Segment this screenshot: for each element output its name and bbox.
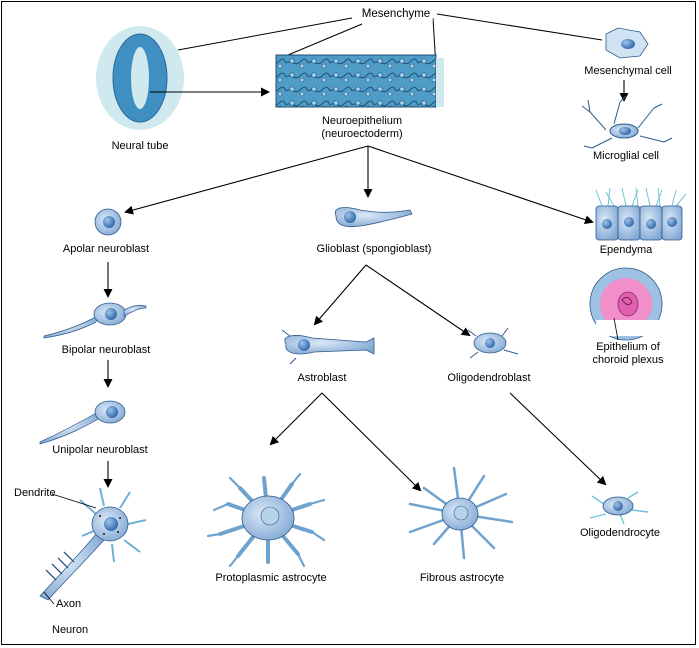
glioblast-shape	[334, 207, 413, 228]
fibrous-astrocyte-label: Fibrous astrocyte	[419, 572, 505, 584]
mesenchyme-lines	[177, 13, 603, 69]
mesenchyme-label: Mesenchyme	[358, 8, 434, 21]
dendrite-label: Dendrite	[14, 487, 56, 499]
oligodendrocyte-shape	[589, 491, 649, 525]
protoplasmic-astrocyte-label: Protoplasmic astrocyte	[215, 572, 327, 584]
branch-arrows	[103, 80, 629, 492]
fibrous-astrocyte-shape	[408, 466, 514, 560]
neural-tube-shape	[96, 26, 184, 130]
bipolar-neuroblast-shape	[43, 302, 147, 339]
apolar-neuroblast-label: Apolar neuroblast	[62, 243, 150, 255]
choroid-label-line2: choroid plexus	[592, 354, 664, 366]
ependyma-label: Ependyma	[599, 244, 653, 256]
fibrous-astrocyte-body	[441, 497, 479, 531]
unipolar-neuroblast-label: Unipolar neuroblast	[52, 444, 148, 456]
mesenchymal-cell-shape	[605, 27, 649, 59]
astroblast-label: Astroblast	[297, 372, 347, 384]
mesenchymal-cell-label: Mesenchymal cell	[584, 65, 672, 77]
neuroepithelium-shape	[275, 54, 444, 108]
choroid-label-line1: Epithelium of	[596, 341, 660, 353]
ependyma-shape	[595, 187, 687, 241]
neuron-label: Neuron	[52, 624, 89, 636]
protoplasmic-astrocyte-body	[241, 495, 295, 541]
astroblast-shape	[281, 329, 375, 365]
oligodendroblast-shape	[467, 327, 519, 359]
unipolar-neuroblast-shape	[39, 400, 126, 445]
bipolar-neuroblast-label: Bipolar neuroblast	[61, 344, 151, 356]
axon-label: Axon	[56, 598, 82, 610]
oligodendrocyte-label: Oligodendrocyte	[579, 527, 661, 539]
neural-tube-label: Neural tube	[111, 140, 169, 152]
neuroectoderm-label: (neuroectoderm)	[321, 128, 403, 140]
neuron-shape	[39, 487, 147, 601]
glioblast-label: Glioblast (spongioblast)	[316, 243, 432, 255]
neuroepithelium-label: Neuroepithelium	[321, 115, 403, 127]
microglial-cell-label: Microglial cell	[592, 150, 660, 162]
apolar-neuroblast-shape	[94, 208, 122, 236]
microglial-cell-shape	[581, 95, 673, 149]
choroid-plexus-shape	[589, 267, 663, 341]
oligodendroblast-label: Oligodendroblast	[447, 372, 531, 384]
